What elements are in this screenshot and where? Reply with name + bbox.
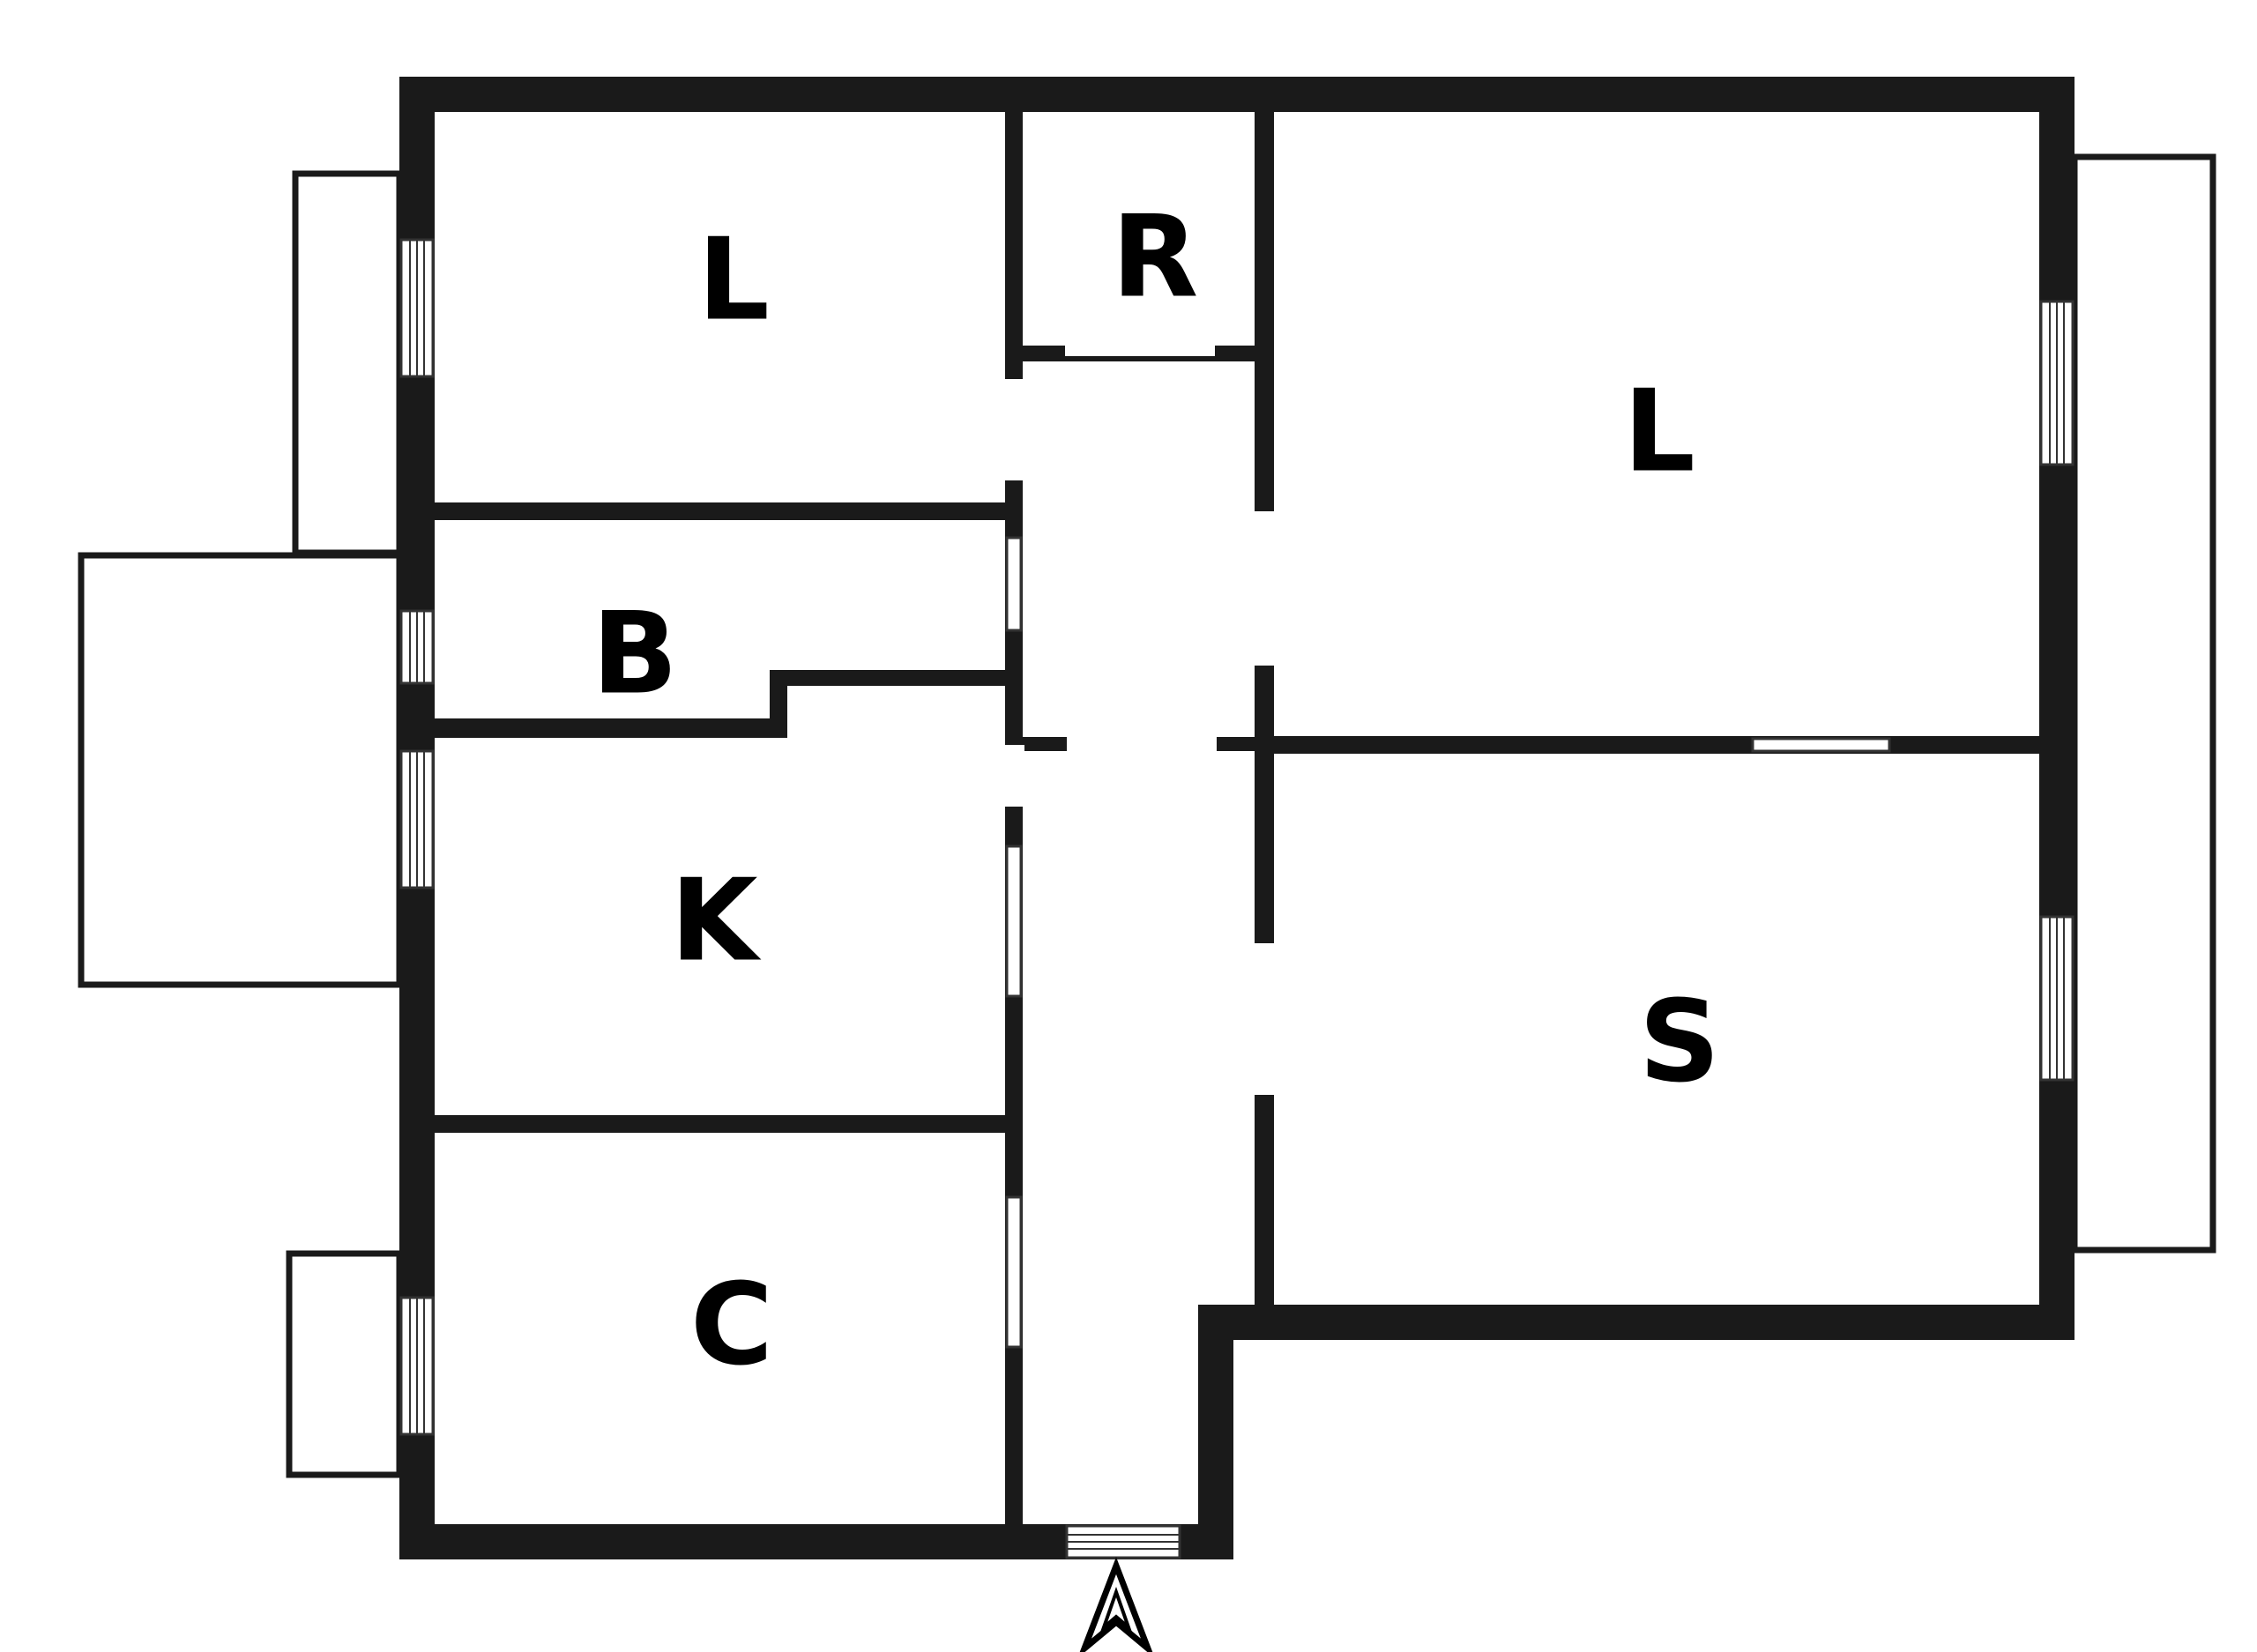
room-labels: L R L B K C S: [592, 192, 1720, 1391]
door-corridor-right-s: [1253, 943, 1276, 1095]
glazing-l-s-door: [1751, 737, 1891, 753]
wall-entry-bottom-b: [1180, 1524, 1233, 1559]
glazing-corridor-c: [1005, 1195, 1023, 1349]
wall-entry-bottom-a: [1005, 1524, 1067, 1559]
window-left-2: [399, 609, 435, 685]
windows-left: [399, 238, 435, 1436]
wall-corridor-stub-right: [1217, 737, 1255, 751]
balcony-top-left: [292, 170, 403, 556]
door-corridor-left-top: [1003, 379, 1024, 480]
window-left-3: [399, 749, 435, 889]
wall-right: [2039, 77, 2075, 1340]
window-right-1: [2039, 300, 2075, 466]
balcony-bottom-left: [286, 1250, 403, 1478]
room-label-reserve: R: [1112, 192, 1199, 324]
wall-entry-right: [1198, 1305, 1233, 1559]
glazing: [1005, 536, 1891, 1349]
door-corridor-left-b: [1003, 745, 1024, 807]
room-label-living-right: L: [1623, 367, 1695, 498]
wall-k-c-divider: [435, 1115, 1005, 1133]
door-reserve-opening: [1065, 346, 1215, 356]
wall-reserve-bottom-b: [1215, 346, 1255, 361]
walls: [399, 77, 2075, 1559]
wall-corridor-stub-left: [1023, 737, 1067, 751]
glazing-corridor-b: [1005, 536, 1023, 632]
door-openings: [1003, 346, 1276, 1095]
entrance-door: [1065, 1524, 1181, 1559]
room-label-kitchen: K: [670, 856, 762, 987]
wall-l-b-divider: [435, 502, 1005, 520]
glazing-corridor-k: [1005, 845, 1023, 998]
wall-b-step-vertical: [770, 670, 787, 738]
wall-reserve-bottom-a: [1023, 346, 1065, 361]
wall-corridor-right: [1255, 112, 1274, 1305]
room-label-bathroom: B: [592, 589, 678, 720]
balcony-right: [2071, 153, 2216, 1254]
window-right-2: [2039, 915, 2075, 1082]
room-label-study: S: [1639, 977, 1720, 1108]
wall-b-bottom: [435, 718, 787, 738]
window-left-4: [399, 1296, 435, 1436]
wall-l-s-divider: [1274, 736, 2039, 754]
window-left-1: [399, 238, 435, 378]
wall-top: [399, 77, 2075, 112]
wall-reserve-door-sill: [1065, 356, 1215, 361]
balcony-mid-left: [78, 552, 403, 988]
wall-b-step-top: [770, 670, 1005, 686]
wall-bottom-right: [1198, 1305, 2075, 1340]
windows-right: [2039, 300, 2075, 1082]
door-corridor-right-l: [1253, 511, 1276, 666]
north-arrow-icon: [1079, 1557, 1153, 1652]
room-label-living-left: L: [697, 215, 770, 346]
room-label-closet: C: [690, 1260, 773, 1391]
